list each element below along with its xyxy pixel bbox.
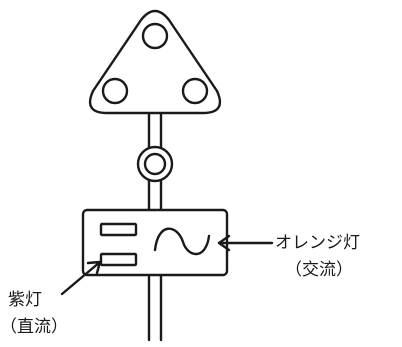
purple-lamp-upper bbox=[99, 222, 138, 237]
signal-pole bbox=[147, 111, 163, 342]
orange-lamp-note: （交流） bbox=[285, 260, 353, 280]
orange-lamp-arrow bbox=[217, 234, 274, 252]
right-lamp bbox=[181, 77, 209, 105]
triangle-signal-head bbox=[88, 9, 222, 115]
left-lamp bbox=[101, 77, 129, 105]
top-lamp bbox=[141, 22, 169, 50]
sine-wave-icon bbox=[153, 227, 211, 256]
purple-lamp-label: 紫灯 bbox=[8, 290, 42, 310]
orange-lamp-label: オレンジ灯 bbox=[275, 233, 360, 253]
purple-lamp-lower bbox=[99, 252, 138, 267]
purple-lamp-arrow bbox=[60, 260, 102, 296]
purple-lamp-note: （直流） bbox=[0, 317, 68, 337]
ring-lamp bbox=[136, 145, 174, 183]
